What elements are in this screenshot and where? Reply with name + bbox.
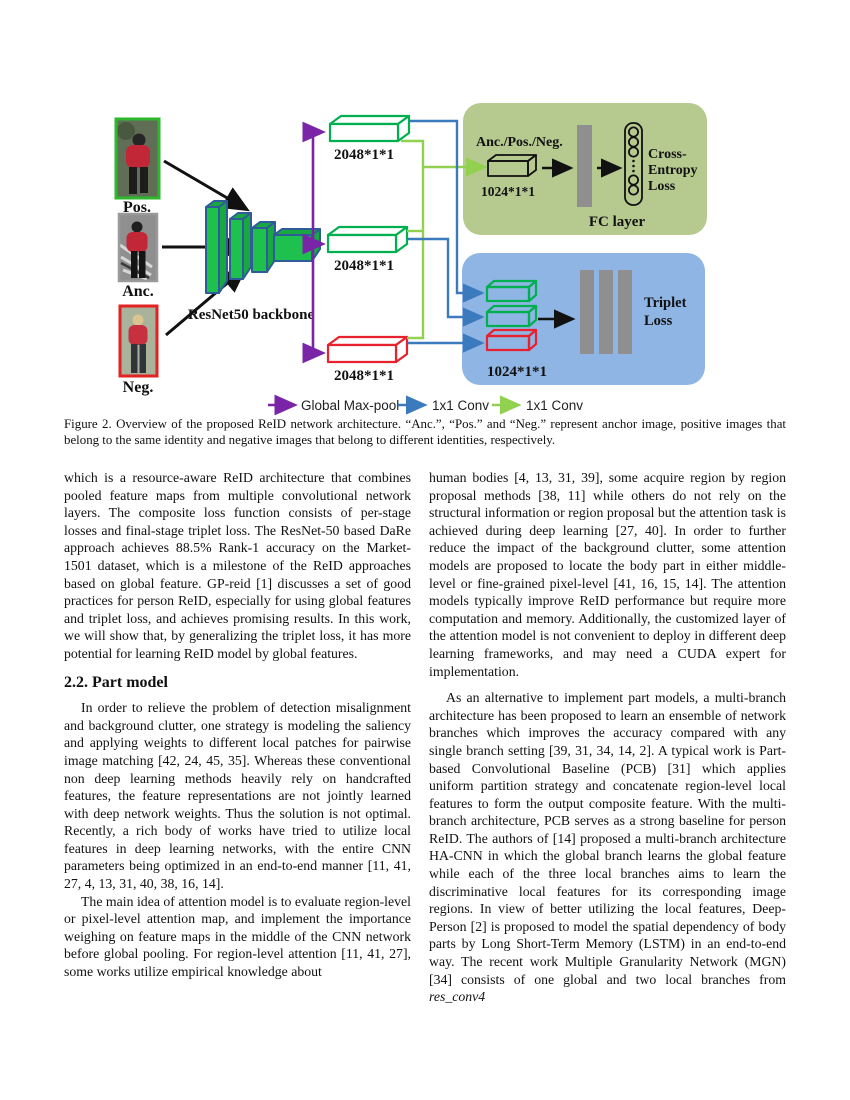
maxpool-line-top bbox=[302, 121, 326, 246]
feature-size-bottom: 2048*1*1 bbox=[334, 368, 394, 384]
legend-conv-blue-label: 1x1 Conv bbox=[432, 398, 489, 413]
positive-image bbox=[114, 117, 161, 200]
feature-size-top: 2048*1*1 bbox=[334, 147, 394, 163]
triplet-block-3 bbox=[618, 270, 632, 354]
left-paragraph-2: In order to relieve the problem of detec… bbox=[64, 700, 411, 892]
negative-image bbox=[118, 304, 159, 378]
ce-loss-line1: Cross- bbox=[648, 147, 687, 162]
maxpool-line-bottom bbox=[302, 244, 326, 364]
anchor-image bbox=[117, 212, 159, 283]
ce-input-label: Anc./Pos./Neg. bbox=[476, 135, 563, 150]
ce-feature-size: 1024*1*1 bbox=[481, 184, 535, 199]
triplet-loss-line2: Loss bbox=[644, 313, 673, 329]
ce-loss-line2: Entropy bbox=[648, 163, 698, 178]
feature-map-middle bbox=[326, 225, 409, 254]
triplet-feature-red bbox=[485, 328, 538, 352]
triplet-block-2 bbox=[599, 270, 613, 354]
left-paragraph-3: The main idea of attention model is to e… bbox=[64, 893, 411, 980]
triplet-feature-size: 1024*1*1 bbox=[487, 364, 547, 380]
resnet50-backbone bbox=[205, 200, 321, 294]
feature-map-bottom bbox=[326, 335, 409, 364]
ce-loss-line3: Loss bbox=[648, 179, 676, 194]
right-paragraph-2-text: As an alternative to implement part mode… bbox=[429, 690, 786, 987]
negative-label: Neg. bbox=[123, 379, 154, 396]
fc-layer-block bbox=[577, 125, 592, 207]
fc-layer-label: FC layer bbox=[589, 214, 646, 230]
figure-legend: Global Max-pool 1x1 Conv 1x1 Conv bbox=[268, 394, 583, 415]
softmax-neurons bbox=[624, 122, 643, 206]
pos-to-backbone-arrow bbox=[163, 159, 250, 212]
triplet-loss-line1: Triplet bbox=[644, 295, 687, 311]
conv-blue-mid bbox=[407, 237, 485, 327]
figure-2-diagram: Pos. Anc. Neg. ResNet50 backbone bbox=[114, 103, 707, 415]
left-paragraph-1: which is a resource-aware ReID architect… bbox=[64, 470, 411, 661]
backbone-label: ResNet50 backbone bbox=[188, 307, 315, 323]
triplet-feature-green2 bbox=[485, 304, 538, 328]
right-column: human bodies [4, 13, 31, 39], some acqui… bbox=[429, 469, 786, 1006]
legend-conv-green-label: 1x1 Conv bbox=[526, 398, 583, 413]
triplet-feature-green1 bbox=[485, 279, 538, 303]
figure-caption: Figure 2. Overview of the proposed ReID … bbox=[64, 417, 786, 447]
section-heading-part-model: 2.2. Part model bbox=[64, 673, 168, 691]
left-column: which is a resource-aware ReID architect… bbox=[64, 469, 411, 981]
anchor-label: Anc. bbox=[122, 283, 154, 300]
ce-feature-box bbox=[487, 154, 537, 177]
right-paragraph-2: As an alternative to implement part mode… bbox=[429, 689, 786, 1006]
conv-blue-top bbox=[409, 119, 485, 303]
res-conv4-term: res_conv4 bbox=[429, 989, 486, 1005]
feature-size-middle: 2048*1*1 bbox=[334, 258, 394, 274]
positive-label: Pos. bbox=[123, 199, 151, 216]
legend-maxpool-label: Global Max-pool bbox=[301, 398, 399, 413]
feature-map-top bbox=[328, 114, 411, 143]
right-paragraph-1: human bodies [4, 13, 31, 39], some acqui… bbox=[429, 470, 786, 679]
triplet-block-1 bbox=[580, 270, 594, 354]
